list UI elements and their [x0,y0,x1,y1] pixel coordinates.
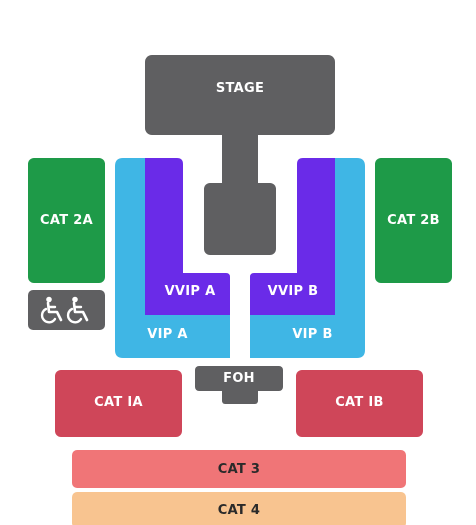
section-cat-3[interactable] [72,450,406,488]
cat-2a-label: CAT 2A [40,213,93,228]
section-cat-1a[interactable] [55,370,182,437]
wheelchair-icon-glyph [40,296,63,324]
foh-booth[interactable] [195,366,283,391]
cat-1b-label: CAT IB [335,395,384,410]
section-cat-2b[interactable] [375,158,452,283]
wheelchair-icon-glyph [66,296,89,324]
section-vip-a[interactable] [115,158,230,358]
runway [222,120,258,190]
vvip-a-label: VVIP A [164,284,216,299]
section-vvip-a[interactable] [145,158,230,315]
vip-a-label: VIP A [147,327,188,342]
section-cat-1b[interactable] [296,370,423,437]
vvip-b-label: VVIP B [267,284,319,299]
section-cat-4[interactable] [72,492,406,525]
section-vvip-b[interactable] [250,158,335,315]
stage-label: STAGE [215,81,265,96]
stage[interactable] [145,55,335,135]
cat-2b-label: CAT 2B [387,213,440,228]
cat-1a-label: CAT IA [94,395,143,410]
wheelchair-icon [66,296,92,328]
runway-platform [204,183,276,255]
section-vip-b[interactable] [250,158,365,358]
cat-4-label: CAT 4 [217,503,261,518]
vip-b-label: VIP B [292,327,333,342]
wheelchair-icon [40,296,66,328]
section-cat-2a[interactable] [28,158,105,283]
foh-label: FOH [223,371,255,386]
foh-base [222,388,258,404]
cat-3-label: CAT 3 [217,462,261,477]
